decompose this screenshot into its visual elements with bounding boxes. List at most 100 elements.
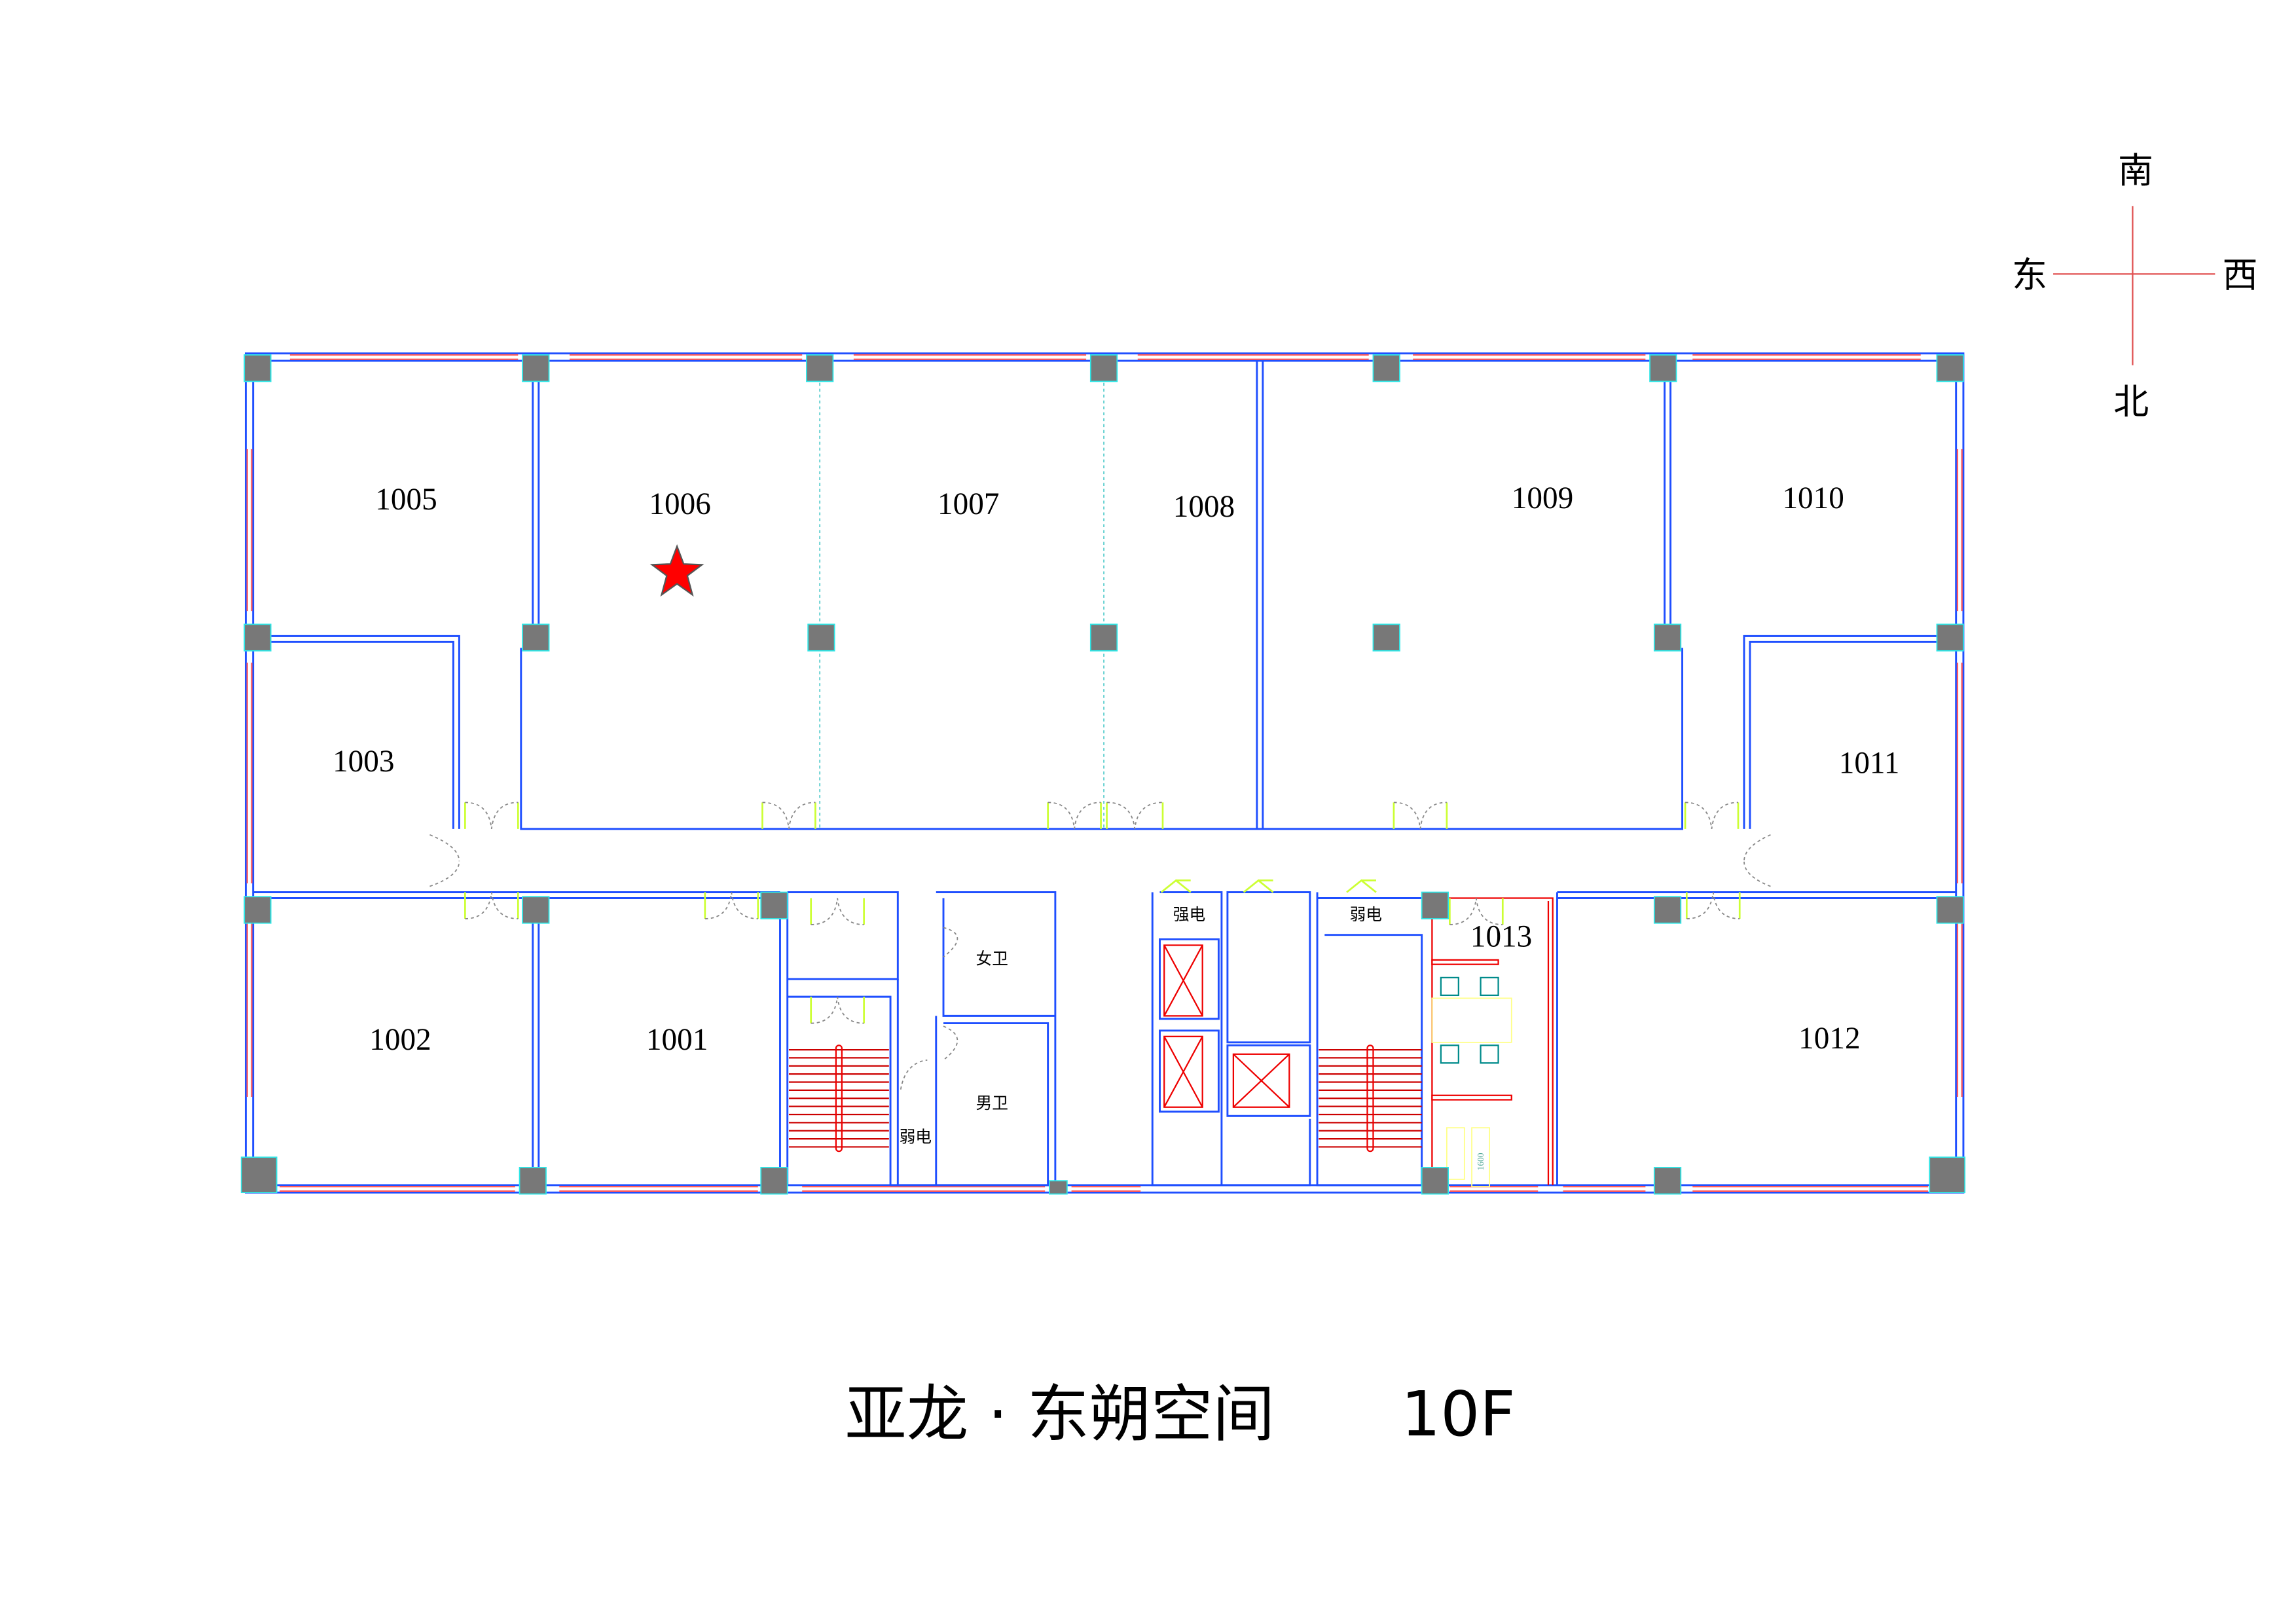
window [853,354,1087,360]
room-1005-label: 1005 [375,483,437,517]
room-1003-label: 1003 [333,745,394,779]
door-swing [900,927,958,1090]
room-1001-label: 1001 [646,1023,708,1057]
elevator-2 [1163,1035,1203,1108]
column [1653,623,1682,652]
door-leaf [1685,892,1741,919]
compass: 南 东 西 北 [2012,150,2257,422]
window [1692,354,1921,360]
window [1137,354,1369,360]
window [1956,662,1963,884]
door-leaf [1346,879,1377,893]
column [522,623,550,652]
column [1649,354,1677,382]
interior-walls [253,360,1956,1187]
door-leaf [1160,879,1192,893]
window [1413,354,1646,360]
column [1372,623,1400,652]
room-1008-label: 1008 [1173,490,1235,524]
floor-label: 10F [1401,1378,1515,1450]
column [244,896,272,924]
stairs [788,1044,1422,1153]
door-swing [704,892,758,919]
column [1089,354,1118,382]
elevator-3 [1232,1053,1290,1108]
column [522,896,550,924]
elevators [1163,944,1290,1108]
column [760,891,788,919]
window [559,1186,758,1192]
column [244,354,272,382]
door-swing [465,892,519,919]
structural-columns [240,354,1966,1195]
door-swing [1449,898,1503,925]
door-swing [1106,802,1163,829]
door-swing [429,834,460,887]
room-labels: 1005 1006 1007 1008 1009 1010 1003 1011 … [333,481,1899,1147]
door-swing [1685,802,1738,829]
star-icon [649,544,704,597]
door-swing [1048,802,1101,829]
column [522,354,550,382]
column [807,623,835,652]
window [1563,1186,1646,1192]
column [1421,1167,1449,1195]
strong-power-room-label: 强电 [1173,905,1205,924]
doors [429,802,1771,1090]
door-leaf [1449,898,1504,925]
window [1071,1186,1141,1192]
door-leaf [1106,802,1164,829]
window [1692,1186,1928,1192]
mens-restroom-label: 男卫 [975,1094,1008,1113]
compass-south: 南 [2118,150,2153,191]
column [1372,354,1400,382]
column [1653,896,1682,924]
door-swing [762,802,816,829]
weak-power-room-label-2: 弱电 [1349,905,1381,924]
window [246,662,253,884]
room-1006-label: 1006 [649,487,710,521]
compass-west: 西 [2223,255,2258,296]
window [246,449,253,612]
womens-restroom-label: 女卫 [975,950,1008,969]
door-swing [1686,892,1740,919]
column [760,1167,788,1195]
room-1011-label: 1011 [1839,746,1900,780]
window [289,354,519,360]
door-leaf [761,802,816,829]
windows [246,354,1963,1192]
door-leaf [1684,802,1740,829]
door-leaf [1243,879,1274,893]
stair-handrail [835,1044,843,1153]
door-swing [1393,802,1447,829]
column [519,1167,547,1195]
door-swing [465,802,519,829]
door-leaf [464,802,519,829]
room-1012-label: 1012 [1798,1022,1860,1056]
compass-north: 北 [2113,381,2149,422]
door-leaf [1047,802,1102,829]
column [240,1156,278,1194]
column [1048,1180,1068,1195]
column [1421,891,1449,919]
room-1013-partitions: 1600 [1427,897,1554,1188]
column [1936,623,1964,652]
door-swing [811,997,864,1024]
door-leaf [704,892,759,919]
column [244,623,272,652]
room-1007-label: 1007 [938,487,999,521]
stair-handrail [1366,1044,1374,1153]
window [1449,1186,1539,1192]
window [802,1186,1046,1192]
elevator-1 [1163,944,1203,1017]
window [280,1186,515,1192]
window [1956,449,1963,612]
door-leaf [810,898,865,925]
column [1929,1156,1966,1194]
window [246,912,253,1098]
room-1010-label: 1010 [1782,481,1844,515]
room-1002-label: 1002 [369,1023,431,1057]
dimension-label: 1600 [1476,1153,1485,1170]
exterior-walls [244,352,1965,1194]
